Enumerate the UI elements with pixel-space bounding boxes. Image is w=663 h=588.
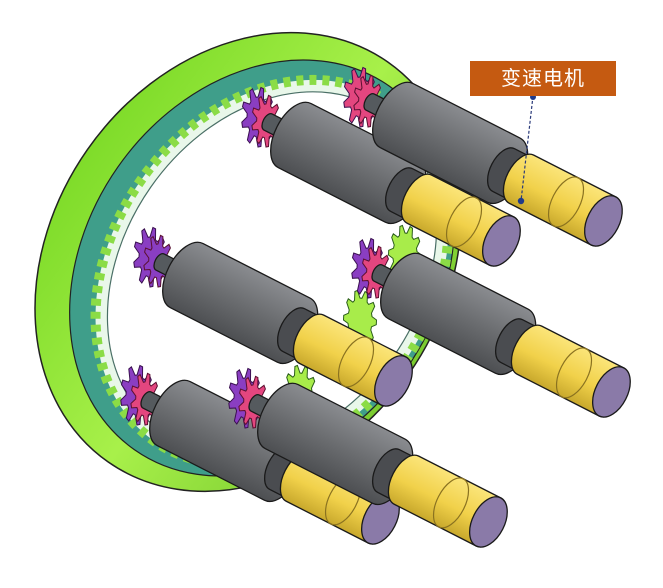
shaft-end-cap-4 bbox=[591, 366, 631, 418]
leader-dot-bottom bbox=[517, 197, 525, 205]
shaft-groove-6 bbox=[432, 477, 470, 529]
shaft-end-cap-2 bbox=[583, 195, 623, 247]
shaft-end-cap-3 bbox=[373, 355, 413, 407]
motor-3 bbox=[133, 226, 413, 407]
shaft-groove-2 bbox=[547, 176, 585, 228]
motor-callout-label: 变速电机 bbox=[470, 61, 616, 96]
shaft-groove-1 bbox=[445, 196, 483, 248]
leader-line bbox=[520, 95, 534, 202]
motor-5 bbox=[120, 364, 400, 545]
motor-1 bbox=[241, 86, 521, 267]
shaft-groove-3 bbox=[337, 336, 375, 388]
shaft-groove-4 bbox=[555, 347, 593, 399]
motor-4 bbox=[351, 237, 631, 418]
motor-6 bbox=[228, 367, 508, 548]
shaft-end-cap-6 bbox=[468, 496, 508, 548]
shaft-end-cap-1 bbox=[481, 215, 521, 267]
